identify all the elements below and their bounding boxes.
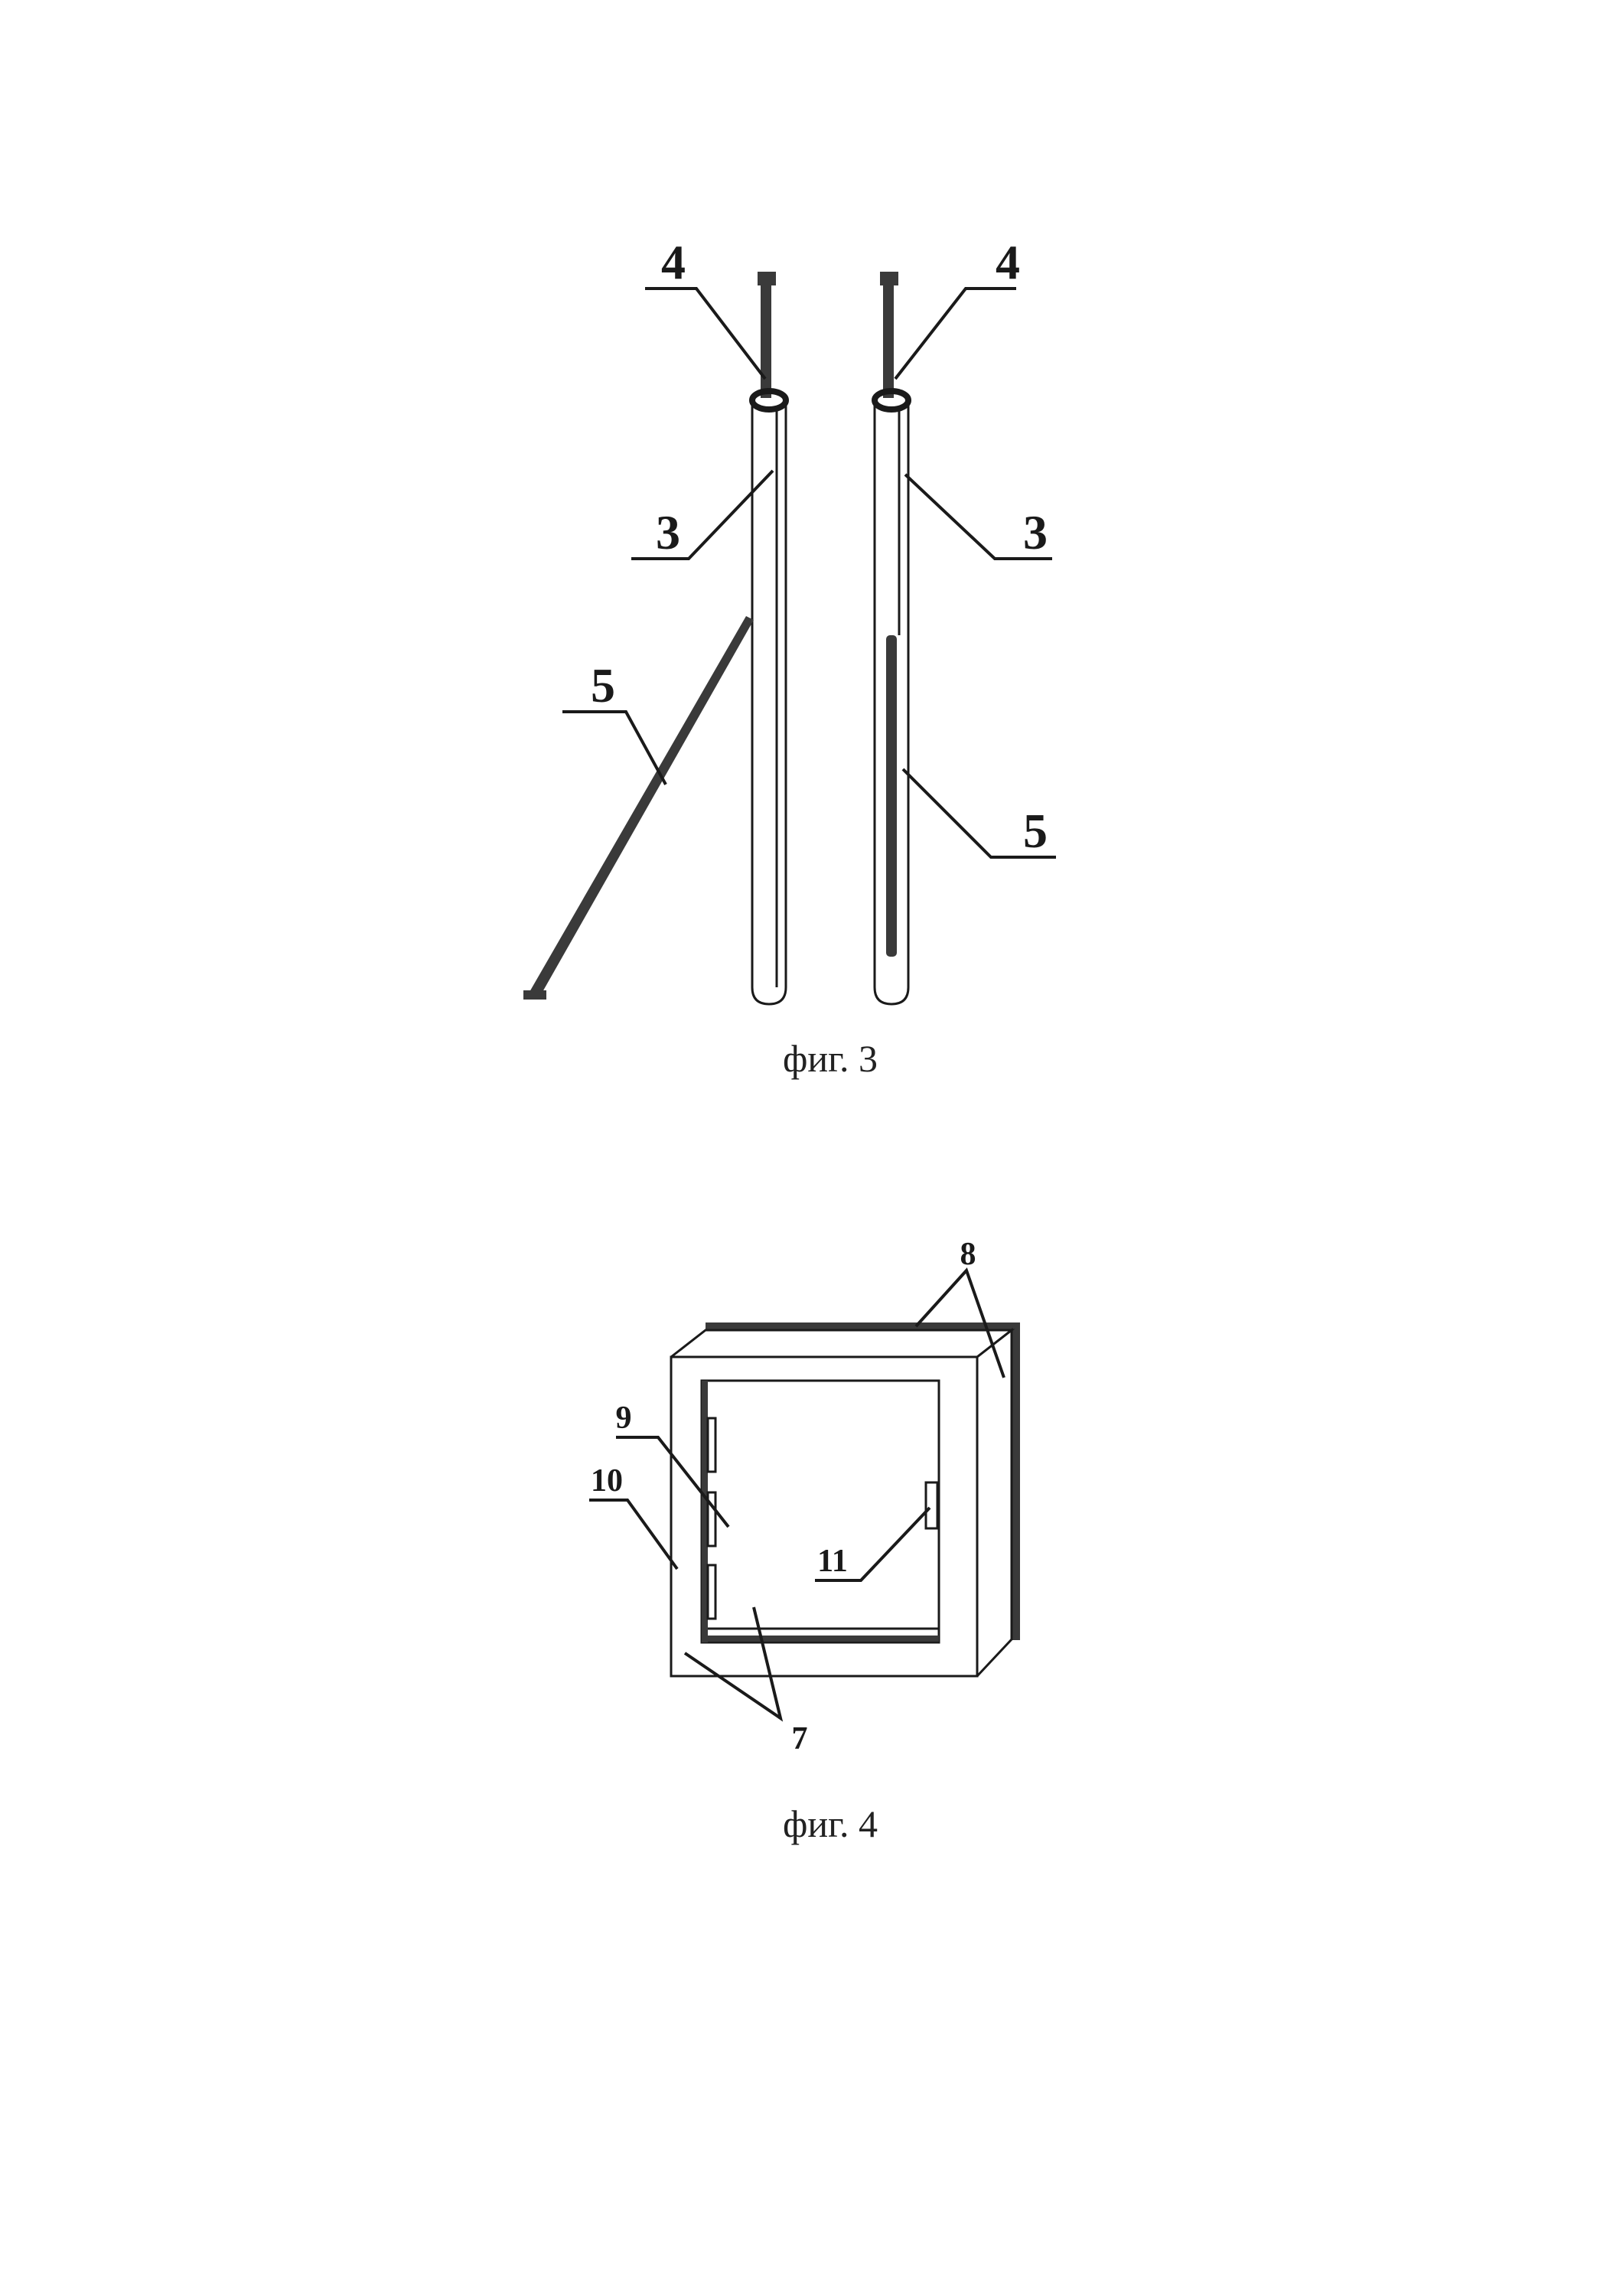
leader-8 (914, 1267, 1005, 1378)
right-rod-folded-strut (886, 635, 897, 957)
label-3-right: 3 (1023, 505, 1048, 559)
right-rod-cap (880, 272, 898, 285)
right-rod-tube (873, 402, 910, 1006)
figure-3-caption: фиг. 3 (783, 1037, 878, 1080)
label-10: 10 (591, 1463, 623, 1499)
door-panel (700, 1379, 940, 1644)
door-latch (924, 1481, 939, 1530)
leader-10 (589, 1499, 679, 1570)
leader-7 (683, 1606, 784, 1722)
figure-3: 4 4 3 3 5 5 фиг. 3 (523, 235, 1056, 1080)
left-rod-strut-foot (523, 990, 546, 1000)
cabinet-top-face (670, 1329, 1015, 1358)
hinge-middle (706, 1491, 717, 1548)
left-rod-strut (530, 616, 754, 997)
hinge-top (706, 1417, 717, 1473)
left-rod-cap (758, 272, 776, 285)
left-rod-tube (751, 402, 787, 1006)
figure-4: 8 9 10 11 7 фиг. 4 (589, 1237, 1020, 1845)
figure-4-caption: фиг. 4 (783, 1802, 878, 1845)
leader-4-right (894, 287, 1016, 380)
right-rod-pin (883, 283, 894, 398)
right-rod-top-ring (872, 388, 911, 413)
label-11: 11 (817, 1544, 848, 1579)
label-4-left: 4 (661, 235, 686, 289)
leader-5-right (901, 768, 1056, 859)
label-4-right: 4 (996, 235, 1020, 289)
label-8: 8 (960, 1237, 976, 1272)
left-rod (523, 272, 789, 1006)
door-left-jamb (702, 1381, 708, 1642)
label-9: 9 (616, 1401, 632, 1436)
leader-3-left (631, 469, 774, 560)
cabinet-right-bar (1012, 1322, 1020, 1640)
leader-9 (616, 1436, 730, 1528)
cabinet-top-bar (706, 1322, 1018, 1331)
left-rod-pin (761, 283, 771, 398)
label-7: 7 (792, 1721, 808, 1756)
door-bottom-sill (702, 1636, 939, 1642)
left-rod-top-ring (749, 388, 789, 413)
hinge-bottom (706, 1564, 717, 1620)
label-5-left: 5 (591, 658, 615, 713)
label-3-left: 3 (656, 505, 680, 559)
leader-4-left (645, 287, 767, 380)
right-rod (872, 272, 911, 1006)
cabinet-right-face (976, 1327, 1013, 1678)
leader-3-right (904, 473, 1052, 560)
leader-11 (815, 1506, 931, 1582)
leader-5-left (562, 710, 667, 785)
label-5-right: 5 (1023, 804, 1048, 858)
